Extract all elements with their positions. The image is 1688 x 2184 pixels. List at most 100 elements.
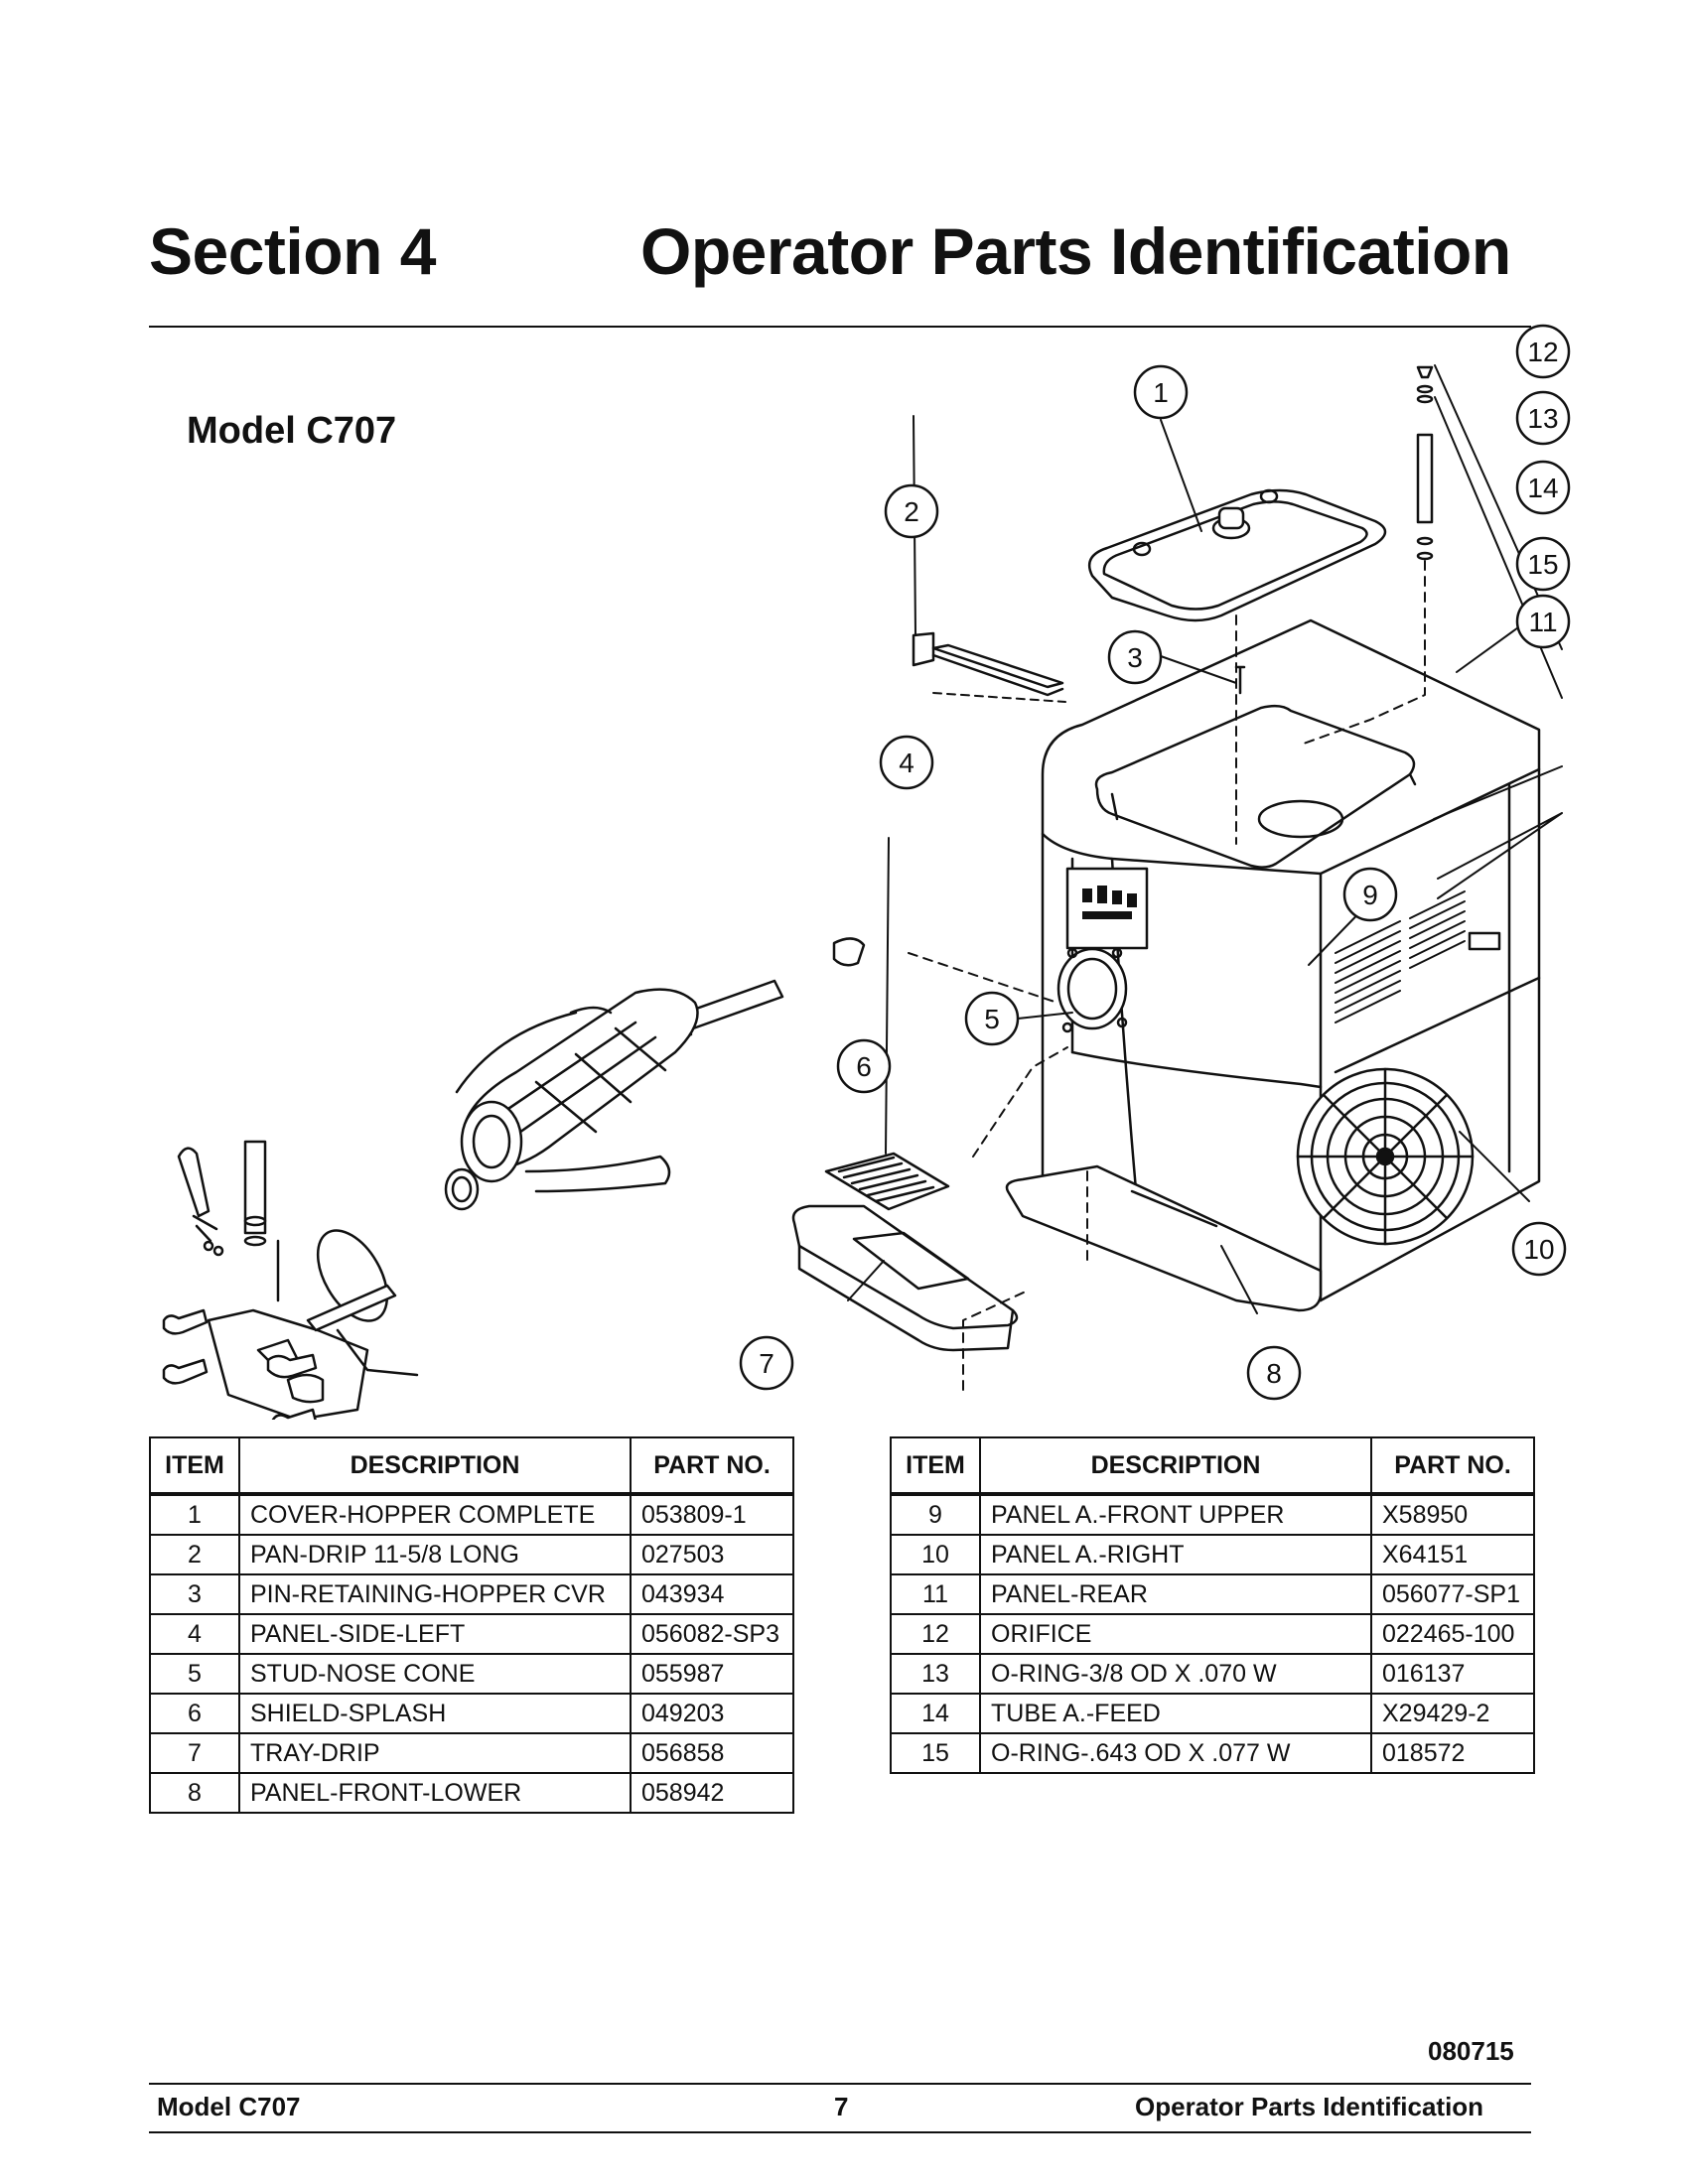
header-divider bbox=[149, 326, 1531, 328]
part-number-cell: X29429-2 bbox=[1370, 1693, 1535, 1734]
description-cell: O-RING-3/8 OD X .070 W bbox=[979, 1653, 1372, 1695]
hopper-cover bbox=[1087, 488, 1387, 622]
column-header-item: ITEM bbox=[890, 1436, 981, 1496]
svg-text:10: 10 bbox=[1523, 1234, 1554, 1265]
part-number-cell: 056082-SP3 bbox=[630, 1613, 794, 1655]
part-number-cell: 055987 bbox=[630, 1653, 794, 1695]
column-header-part-no: PART NO. bbox=[1370, 1436, 1535, 1496]
item-cell: 12 bbox=[890, 1613, 981, 1655]
callout-11: 11 bbox=[1515, 594, 1571, 649]
footer-section-title: Operator Parts Identification bbox=[1135, 2092, 1484, 2121]
callout-10: 10 bbox=[1511, 1221, 1567, 1277]
part-number-cell: 043934 bbox=[630, 1573, 794, 1615]
part-number-cell: 053809-1 bbox=[630, 1492, 794, 1536]
svg-text:4: 4 bbox=[899, 748, 914, 778]
callout-12: 12 bbox=[1515, 324, 1571, 379]
callout-5: 5 bbox=[964, 991, 1020, 1046]
item-cell: 8 bbox=[149, 1772, 240, 1814]
svg-text:1: 1 bbox=[1153, 377, 1169, 408]
callout-13: 13 bbox=[1515, 390, 1571, 446]
description-cell: PANEL-FRONT-LOWER bbox=[238, 1772, 632, 1814]
description-cell: PANEL A.-FRONT UPPER bbox=[979, 1492, 1372, 1536]
svg-text:2: 2 bbox=[904, 496, 919, 527]
description-cell: PANEL A.-RIGHT bbox=[979, 1534, 1372, 1575]
callout-4: 4 bbox=[879, 735, 934, 790]
drip-pan bbox=[912, 631, 1064, 697]
part-number-cell: X58950 bbox=[1370, 1492, 1535, 1536]
footer-divider-top bbox=[149, 2083, 1531, 2085]
svg-text:12: 12 bbox=[1527, 337, 1558, 367]
callout-6: 6 bbox=[836, 1038, 892, 1094]
item-cell: 15 bbox=[890, 1732, 981, 1774]
item-cell: 2 bbox=[149, 1534, 240, 1575]
part-number-cell: 018572 bbox=[1370, 1732, 1535, 1774]
svg-text:5: 5 bbox=[984, 1004, 1000, 1034]
description-cell: PANEL-REAR bbox=[979, 1573, 1372, 1615]
item-cell: 11 bbox=[890, 1573, 981, 1615]
column-header-description: DESCRIPTION bbox=[238, 1436, 632, 1496]
drip-tray bbox=[791, 1204, 1019, 1352]
svg-text:14: 14 bbox=[1527, 473, 1558, 503]
item-cell: 4 bbox=[149, 1613, 240, 1655]
feed-tube-assembly bbox=[1416, 365, 1434, 561]
description-cell: COVER-HOPPER COMPLETE bbox=[238, 1492, 632, 1536]
callout-2: 2 bbox=[884, 483, 939, 539]
document-code: 080715 bbox=[1428, 2036, 1514, 2066]
column-header-description: DESCRIPTION bbox=[979, 1436, 1372, 1496]
item-cell: 13 bbox=[890, 1653, 981, 1695]
part-number-cell: 049203 bbox=[630, 1693, 794, 1734]
callout-7: 7 bbox=[739, 1335, 794, 1391]
description-cell: STUD-NOSE CONE bbox=[238, 1653, 632, 1695]
model-heading: Model C707 bbox=[187, 410, 397, 452]
callout-14: 14 bbox=[1515, 460, 1571, 515]
section-title: Operator Parts Identification bbox=[640, 214, 1511, 288]
page-number: 7 bbox=[834, 2092, 849, 2121]
machine-cabinet bbox=[1005, 618, 1541, 1312]
description-cell: SHIELD-SPLASH bbox=[238, 1693, 632, 1734]
item-cell: 14 bbox=[890, 1693, 981, 1734]
description-cell: O-RING-.643 OD X .077 W bbox=[979, 1732, 1372, 1774]
footer-model: Model C707 bbox=[157, 2092, 301, 2121]
callout-9: 9 bbox=[1342, 867, 1398, 922]
part-number-cell: 058942 bbox=[630, 1772, 794, 1814]
exploded-parts-diagram: 1 2 3 4 5 6 7 8 9 10 11 12 13 14 15 bbox=[162, 324, 1571, 1420]
item-cell: 5 bbox=[149, 1653, 240, 1695]
svg-text:13: 13 bbox=[1527, 403, 1558, 434]
svg-text:11: 11 bbox=[1528, 607, 1557, 637]
description-cell: TRAY-DRIP bbox=[238, 1732, 632, 1774]
section-label: Section 4 bbox=[149, 214, 436, 288]
beater-assembly bbox=[444, 937, 866, 1211]
item-cell: 10 bbox=[890, 1534, 981, 1575]
callout-3: 3 bbox=[1107, 629, 1163, 685]
item-cell: 7 bbox=[149, 1732, 240, 1774]
splash-shield bbox=[824, 1152, 950, 1211]
footer-divider-bottom bbox=[149, 2131, 1531, 2133]
description-cell: PANEL-SIDE-LEFT bbox=[238, 1613, 632, 1655]
retaining-pin bbox=[1234, 665, 1246, 695]
column-header-item: ITEM bbox=[149, 1436, 240, 1496]
description-cell: PAN-DRIP 11-5/8 LONG bbox=[238, 1534, 632, 1575]
column-header-part-no: PART NO. bbox=[630, 1436, 794, 1496]
description-cell: TUBE A.-FEED bbox=[979, 1693, 1372, 1734]
svg-text:6: 6 bbox=[856, 1051, 872, 1082]
table-header-row: ITEM DESCRIPTION PART NO. bbox=[149, 1436, 794, 1496]
item-cell: 3 bbox=[149, 1573, 240, 1615]
part-number-cell: 016137 bbox=[1370, 1653, 1535, 1695]
callout-1: 1 bbox=[1133, 364, 1189, 420]
table-header-row: ITEM DESCRIPTION PART NO. bbox=[890, 1436, 1535, 1496]
